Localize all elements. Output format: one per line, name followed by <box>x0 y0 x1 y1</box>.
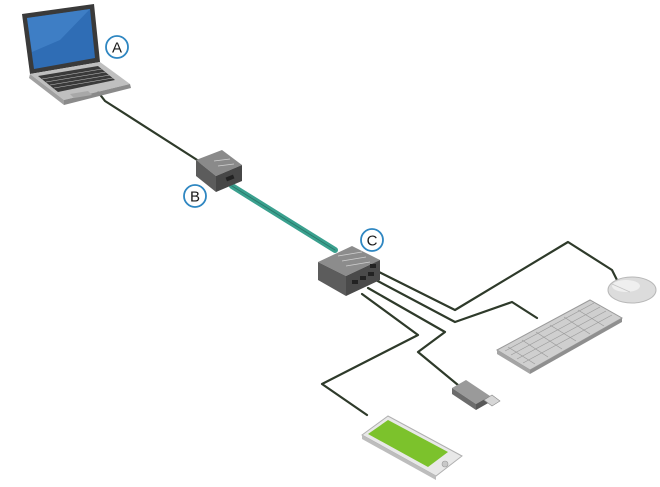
callout-b-label: B <box>190 189 200 206</box>
usb-cable-hub-to-mouse <box>373 240 620 312</box>
link-cable-shade <box>231 185 336 251</box>
extender-box-icon <box>196 150 242 192</box>
callout-c: C <box>360 228 384 252</box>
keyboard-icon <box>495 299 624 374</box>
laptop-icon <box>22 4 131 105</box>
usb-cable-hub-to-phone <box>320 292 420 417</box>
cables <box>96 90 620 417</box>
callout-a-label: A <box>112 40 122 57</box>
extender-hub-icon <box>318 246 380 296</box>
usb-cable-laptop-to-b <box>96 90 207 167</box>
mouse-icon <box>607 276 657 304</box>
usb-cable-hub-to-keyboard <box>370 276 539 324</box>
callout-c-label: C <box>367 233 378 250</box>
usb-drive-icon <box>452 380 501 410</box>
callout-b: B <box>183 184 207 208</box>
smartphone-icon <box>361 415 463 480</box>
usb-cable-hub-to-drive <box>366 286 460 387</box>
callout-a: A <box>105 35 129 59</box>
